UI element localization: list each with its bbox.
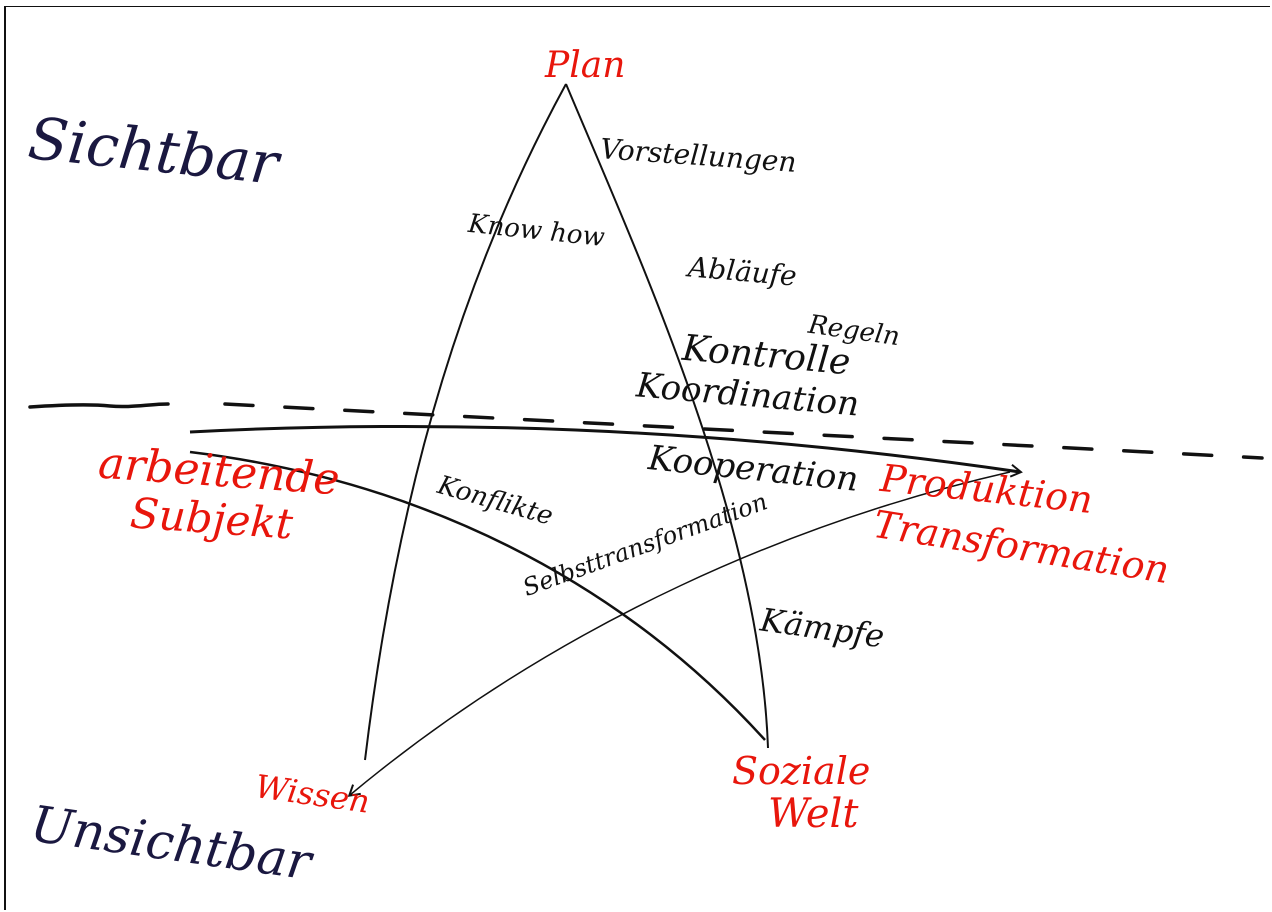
edge-subject-soziale-welt: [189, 450, 766, 741]
node-social-line1: Soziale: [732, 749, 871, 793]
visibility-divider-solid: [28, 402, 170, 409]
edge-production-wissen: [347, 471, 1011, 797]
node-subject-line2: Subjekt: [128, 488, 295, 549]
visibility-divider-dashed: [223, 402, 1264, 460]
image-frame: [4, 6, 1270, 910]
edge-subject-production: [189, 424, 1023, 478]
edge-plan-wissen: [364, 83, 567, 761]
edge-plan-soziale-welt: [565, 83, 769, 749]
node-social-line2: Welt: [768, 791, 859, 837]
node-plan: Plan: [545, 45, 626, 86]
